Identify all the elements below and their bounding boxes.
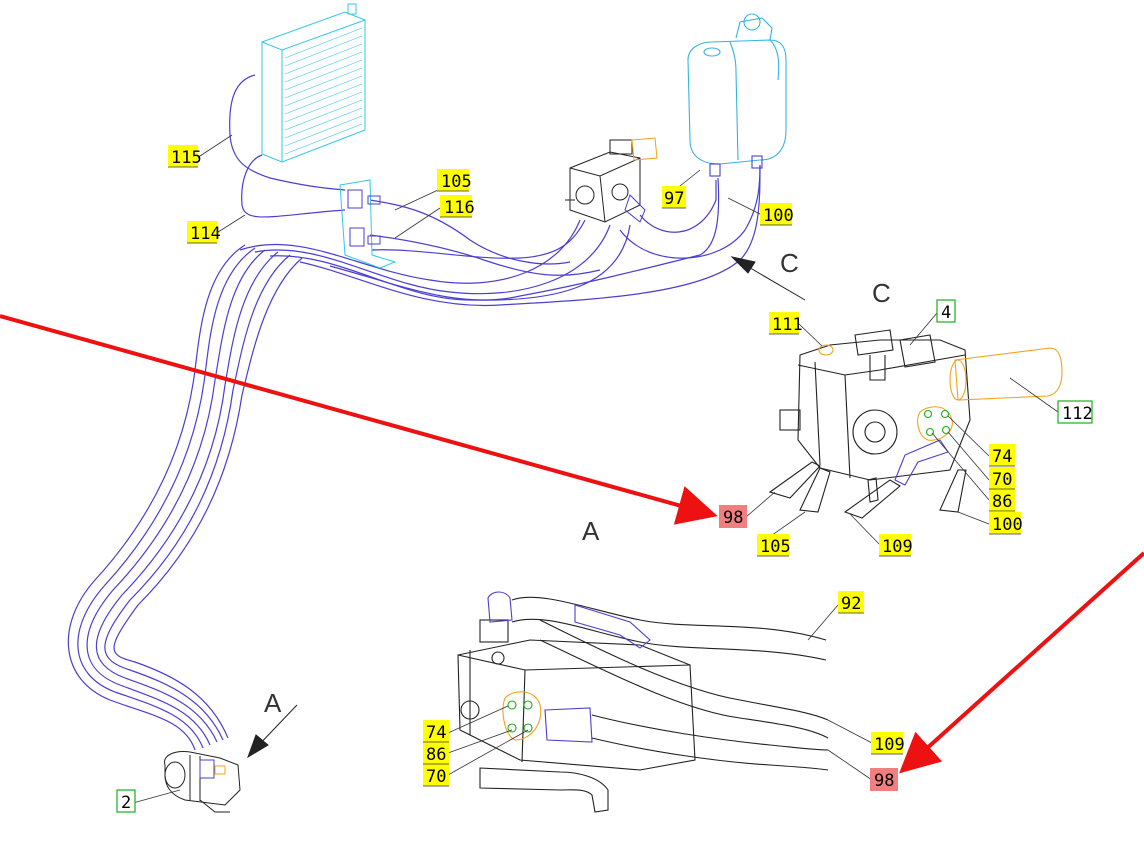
callout-70-c: 70 [989, 467, 1015, 490]
callout-98-a-text: 98 [874, 771, 894, 791]
callout-98-c-text: 98 [723, 508, 743, 528]
callout-4: 4 [936, 299, 956, 323]
hose-bundle-line-1 [67, 244, 246, 751]
view-arrow-a-head [247, 734, 269, 759]
callout-74-c: 74 [989, 444, 1015, 467]
callout-70-a: 70 [423, 764, 449, 787]
view-letter-a-arrow: A [264, 688, 282, 718]
hose-upper-5 [329, 177, 720, 301]
detail-c-pump [768, 329, 1063, 519]
callout-100-c-text: 100 [992, 515, 1023, 535]
callout-97: 97 [662, 186, 686, 209]
hose-bundle-line-4 [95, 251, 279, 743]
red-arrow-to-98-detail-c [0, 314, 718, 525]
callout-111-text: 111 [772, 315, 803, 335]
callout-105-c-text: 105 [760, 537, 791, 557]
callout-2: 2 [116, 789, 136, 813]
hose-network [67, 74, 761, 751]
hose-tank-100 [619, 164, 761, 259]
hose-upper-3 [269, 224, 631, 301]
oil-tank [687, 13, 787, 177]
view-direction-arrow-icon [247, 256, 806, 759]
detail-a-pump [457, 591, 829, 813]
callout-74-c-text: 74 [992, 447, 1012, 467]
callout-underlines [168, 166, 1021, 787]
hose-bundle-line-5 [104, 254, 291, 741]
callout-86-a: 86 [423, 742, 449, 765]
callout-92-text: 92 [841, 594, 861, 614]
view-letter-a-detail: A [582, 516, 600, 546]
callout-112: 112 [1057, 400, 1093, 424]
hose-cooler-in [229, 74, 346, 191]
hose-upper-6 [371, 219, 586, 259]
callout-70-a-text: 70 [426, 767, 446, 787]
hose-tank-97 [639, 180, 717, 233]
hose-bundle-line-6 [113, 257, 303, 739]
hose-upper-4 [299, 164, 761, 307]
hose-manifold-116 [369, 234, 601, 276]
callout-115: 115 [168, 145, 202, 168]
callout-116-text: 116 [444, 198, 475, 218]
callout-112-text: 112 [1062, 404, 1093, 424]
callout-111: 111 [769, 312, 803, 335]
callout-2-text: 2 [121, 793, 131, 813]
callout-105-top-text: 105 [441, 172, 472, 192]
callout-74-a: 74 [423, 720, 449, 743]
callout-115-text: 115 [171, 148, 202, 168]
red-arrow-to-98-detail-a [899, 551, 1144, 774]
callout-100-c: 100 [989, 512, 1023, 535]
callout-105-top: 105 [437, 169, 472, 192]
callout-86-c: 86 [989, 489, 1015, 512]
callout-105-c: 105 [757, 534, 791, 557]
callout-114: 114 [187, 221, 221, 244]
callout-109-c-text: 109 [882, 537, 913, 557]
callout-109-a-text: 109 [874, 735, 905, 755]
callout-92: 92 [838, 591, 864, 614]
view-arrow-c-head [730, 256, 756, 274]
pump-2-small [164, 751, 241, 813]
hose-upper-2 [254, 224, 611, 295]
view-letter-c-arrow: C [780, 248, 799, 278]
manifold-bracket [339, 179, 397, 269]
hose-manifold-105 [369, 199, 571, 265]
callout-100-top: 100 [760, 203, 794, 226]
hose-cooler-out [241, 154, 346, 218]
red-pointer-arrow-icon [0, 314, 1144, 774]
callout-86-c-text: 86 [992, 492, 1012, 512]
callout-labels: 115 114 105 116 97 100 111 74 70 86 100 … [116, 145, 1093, 813]
hose-upper-1 [239, 219, 581, 284]
callout-100-top-text: 100 [763, 206, 794, 226]
callout-109-c: 109 [879, 534, 913, 557]
callout-86-a-text: 86 [426, 745, 446, 765]
callout-4-text: 4 [941, 303, 951, 323]
callout-98-c: 98 [719, 505, 747, 528]
callout-109-a: 109 [871, 732, 905, 755]
leader-lines [132, 134, 1059, 804]
oil-cooler [261, 3, 366, 163]
hose-bundle-line-3 [86, 249, 266, 746]
callout-116: 116 [440, 195, 475, 218]
pump-4-small [565, 137, 658, 223]
callout-97-text: 97 [664, 189, 684, 209]
hose-bundle-line-2 [77, 247, 256, 749]
callout-70-c-text: 70 [992, 470, 1012, 490]
callout-74-a-text: 74 [426, 723, 446, 743]
view-letter-c-detail: C [872, 278, 891, 308]
callout-114-text: 114 [190, 224, 221, 244]
callout-98-a: 98 [870, 768, 898, 791]
